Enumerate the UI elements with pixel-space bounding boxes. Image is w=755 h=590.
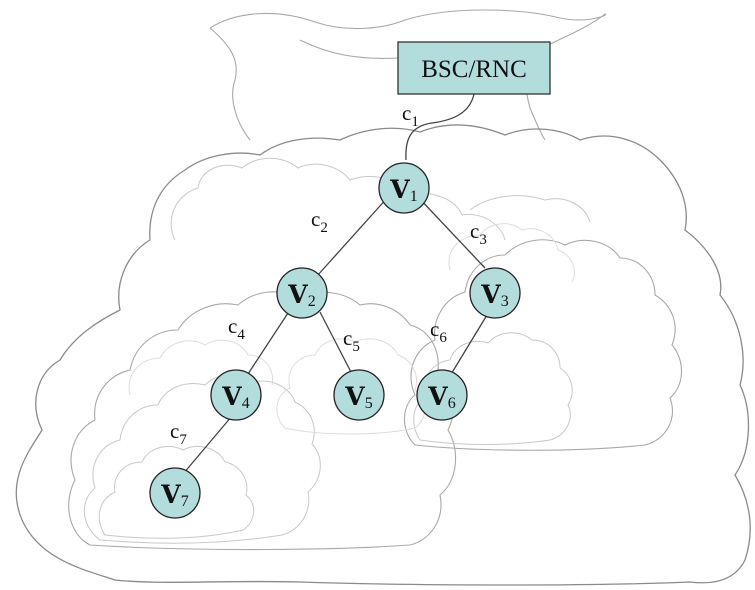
svg-text:V2: V2 xyxy=(287,280,315,310)
node-v5-circle xyxy=(333,369,385,421)
svg-text:V6: V6 xyxy=(427,382,455,412)
node-v3-circle xyxy=(469,267,521,319)
cloud-right xyxy=(403,239,683,451)
node-v1: V1 xyxy=(378,162,430,214)
edge-label-c7: c7 xyxy=(170,419,187,448)
edge-label-c1: c1 xyxy=(402,101,419,130)
node-v6-circle xyxy=(416,369,468,421)
node-v2: V2 xyxy=(276,267,328,319)
edge-c1-line xyxy=(405,93,475,161)
cloud-bottom-left xyxy=(98,446,254,539)
tree-nodes: V1 V2 V3 V4 V5 xyxy=(149,162,521,519)
edge-label-c4: c4 xyxy=(228,314,245,343)
controller-box xyxy=(397,41,551,95)
edge-label-c6: c6 xyxy=(430,317,447,346)
node-v5-letter: V xyxy=(344,382,365,411)
controller-node: BSC/RNC xyxy=(397,41,551,95)
node-v4: V4 xyxy=(210,369,262,421)
cloud-upper-right xyxy=(448,223,575,283)
cloud-left-mid xyxy=(128,339,274,396)
tree-edges xyxy=(182,93,491,475)
cloud-left xyxy=(68,291,457,551)
node-v1-subscript: 1 xyxy=(410,188,418,205)
edge-labels: c1 c2 c3 c4 c5 c6 c7 xyxy=(170,101,487,448)
node-v3-letter: V xyxy=(480,280,501,309)
edge-c3-line xyxy=(417,196,486,269)
node-v7-circle xyxy=(149,467,201,519)
cloud-middle xyxy=(276,338,426,435)
svg-text:V1: V1 xyxy=(389,175,417,205)
node-v5: V5 xyxy=(333,369,385,421)
edge-c6-line xyxy=(449,309,491,377)
cloud-upper xyxy=(170,157,591,241)
edge-label-c2: c2 xyxy=(311,207,328,236)
node-v2-circle xyxy=(276,267,328,319)
edge-c2-line xyxy=(316,196,389,277)
cloud-outer xyxy=(15,124,751,586)
edge-c7-line xyxy=(182,415,233,475)
node-v6-letter: V xyxy=(427,382,448,411)
edge-label-c3: c3 xyxy=(470,219,487,248)
svg-text:V7: V7 xyxy=(160,480,188,510)
controller-label: BSC/RNC xyxy=(421,56,527,83)
coverage-clouds xyxy=(15,9,751,586)
node-v5-subscript: 5 xyxy=(365,395,373,412)
svg-text:V4: V4 xyxy=(221,382,249,412)
node-v7: V7 xyxy=(149,467,201,519)
node-v4-subscript: 4 xyxy=(242,395,250,412)
node-v2-subscript: 2 xyxy=(308,293,316,310)
node-v4-circle xyxy=(210,369,262,421)
edge-label-c5: c5 xyxy=(343,326,360,355)
node-v3: V3 xyxy=(469,267,521,319)
node-v2-letter: V xyxy=(287,280,308,309)
svg-text:V5: V5 xyxy=(344,382,372,412)
edge-c4-line xyxy=(247,309,291,375)
node-v7-letter: V xyxy=(160,480,181,509)
node-v3-subscript: 3 xyxy=(501,293,509,310)
cloud-left-inner xyxy=(83,374,321,544)
node-v1-circle xyxy=(378,162,430,214)
node-v4-letter: V xyxy=(221,382,242,411)
node-v7-subscript: 7 xyxy=(181,493,189,510)
node-v1-letter: V xyxy=(389,175,410,204)
svg-text:V3: V3 xyxy=(480,280,508,310)
node-v6: V6 xyxy=(416,369,468,421)
edge-c5-line xyxy=(319,311,353,375)
node-v6-subscript: 6 xyxy=(448,395,456,412)
